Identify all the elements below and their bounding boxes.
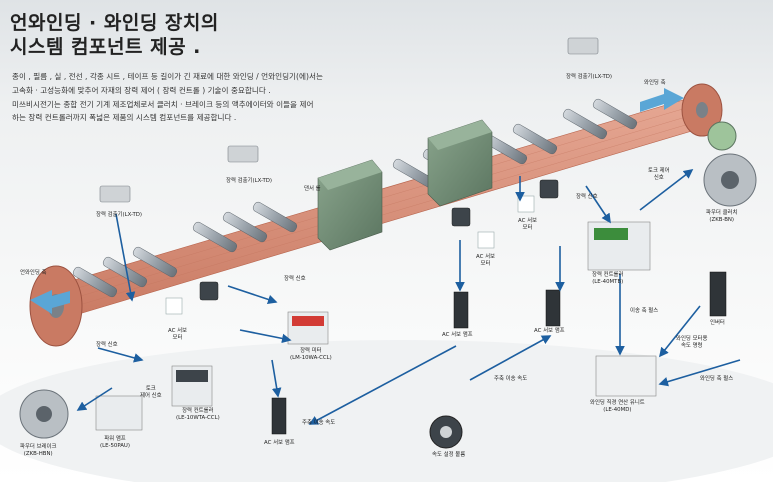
label-power-amp: 파워 앰프 (LE-50PAU): [100, 436, 130, 449]
flow-arrow-left: [30, 290, 70, 314]
signal-lines: [76, 169, 741, 425]
intro-line2: 고속화 · 고성능화에 맞추어 자재의 장력 제어 ( 장력 컨트롤 ) 기술이…: [12, 86, 271, 95]
winding-diameter-unit-device: [595, 355, 657, 397]
label-detector-left: 장력 검출기(LX-TD): [96, 212, 143, 218]
label-winding-axis: 와인딩 축: [644, 80, 666, 86]
label-tension-controller-left: 장력 컨트롤러 (LE-10WTA-CCL): [176, 408, 220, 421]
label-winding-diameter-unit: 와인딩 직경 연산 유니트 (LE-40MD): [590, 400, 645, 413]
intro-line4: 하는 장력 컨트롤러까지 폭넓은 제품의 시스템 컴포넌트를 제공합니다 .: [12, 113, 237, 122]
label-tension-controller-right: 장력 컨트롤러 (LE-40MTB): [592, 272, 624, 285]
label-detector-right: 장력 검출기(LX-TD): [566, 74, 613, 80]
label-ac-servo-amp-2: AC 서보 앰프: [442, 332, 473, 338]
winding-roll: [681, 83, 723, 137]
label-ac-servo-motor-3: AC 서보 모터: [518, 218, 537, 231]
label-unwinding-axis: 언와인딩 축: [20, 270, 47, 276]
label-inverter: 인버터: [710, 320, 725, 326]
label-feed-axis-pulse: 이송 축 펄스: [630, 308, 659, 314]
intro-line3: 미쓰비시전기는 종합 전기 기계 제조업체로서 클러치 · 브레이크 등의 액추…: [12, 100, 314, 109]
page-title-line1: 언와인딩 · 와인딩 장치의: [10, 12, 219, 34]
label-speed-setting: 속도 설정 볼륨: [432, 452, 466, 458]
powder-clutch-device: [703, 153, 757, 207]
tension-detectors: [99, 37, 599, 203]
nip-unit-2: [427, 119, 493, 207]
speed-setting-knob: [429, 415, 463, 449]
servo-amps: [271, 271, 727, 435]
label-main-feed-speed-2: 주축 이송 속도: [494, 376, 528, 382]
label-powder-brake: 파우더 브레이크 (ZKB-HBN): [20, 444, 57, 457]
label-dancer-roll: 댄서 롤: [304, 186, 321, 192]
label-tension-signal-left: 장력 신호: [96, 342, 118, 348]
label-main-feed-speed-1: 주축 이송 속도: [302, 420, 336, 426]
power-amp-device: [95, 395, 143, 431]
tension-controller-right-device: [587, 221, 651, 271]
label-detector-mid: 장력 검출기(LX-TD): [226, 178, 273, 184]
label-ac-servo-motor-1: AC 서보 모터: [168, 328, 187, 341]
label-torque-control-right: 토크 제어 신호: [648, 168, 670, 181]
winding-brake-device: [707, 121, 737, 151]
label-torque-control-left: 토크 제어 신호: [140, 386, 162, 399]
label-ac-servo-amp-1: AC 서보 앰프: [264, 440, 295, 446]
tension-controller-left-device: [171, 365, 213, 407]
tension-meter-device: [287, 311, 329, 345]
label-powder-clutch: 파우더 클러치 (ZKB-BN): [706, 210, 738, 223]
label-tension-meter: 장력 미터 (LM-10WA-CCL): [290, 348, 332, 361]
nip-unit-1: [317, 159, 383, 251]
intro-line1: 종이 , 필름 , 실 , 전선 , 각종 시트 , 테이프 등 길이가 긴 재…: [12, 72, 323, 81]
page-title-line2: 시스템 컴포넌트 제공 .: [10, 36, 201, 58]
powder-brake-device: [19, 389, 69, 439]
label-winding-axis-pulse: 와인딩 축 펄스: [700, 376, 734, 382]
label-tension-signal-mid: 장력 신호: [284, 276, 306, 282]
label-ac-servo-motor-2: AC 서보 모터: [476, 254, 495, 267]
servo-motors: [199, 179, 559, 301]
label-winding-motor-speed: 와인딩 모터용 속도 명령: [676, 336, 708, 349]
label-tension-signal-right: 장력 신호: [576, 194, 598, 200]
flow-arrow-right: [640, 88, 684, 112]
label-ac-servo-amp-3: AC 서보 앰프: [534, 328, 565, 334]
